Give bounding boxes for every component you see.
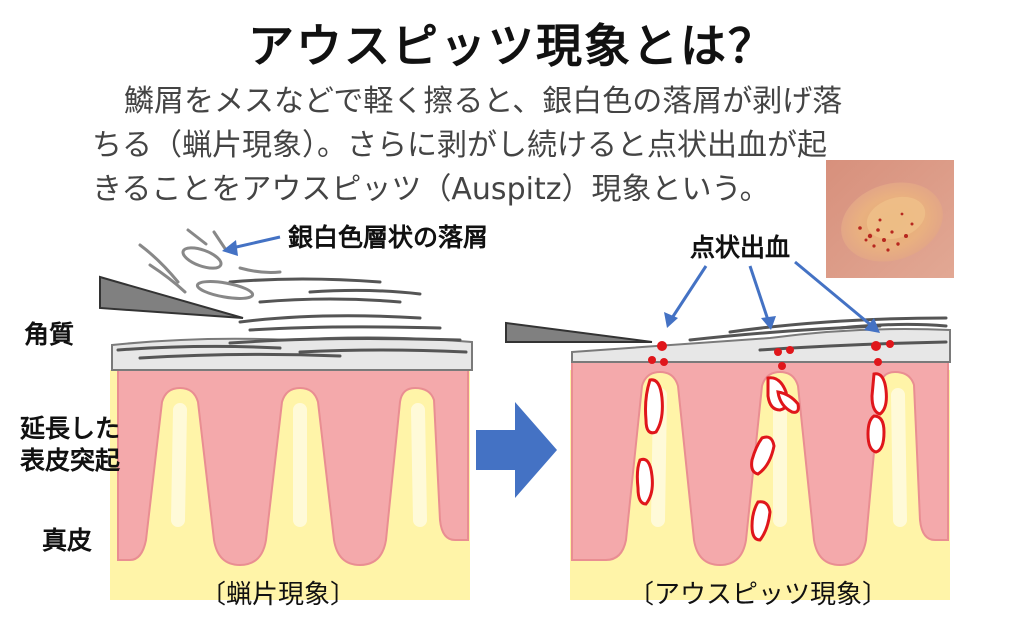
papillae-label: 延長した 表皮突起 [20,413,120,477]
description: 鱗屑をメスなどで軽く擦ると、銀白色の落屑が剥げ落 ちる（蝋片現象）。さらに剥がし… [92,80,922,212]
papillae-label-line-1: 延長した [20,414,121,443]
right-epidermis [571,359,949,567]
description-line-1: 鱗屑をメスなどで軽く擦ると、銀白色の落屑が剥げ落 [124,84,843,119]
stratum-corneum-label: 角質 [24,320,75,349]
left-caption: 〔蝋片現象〕 [200,580,357,610]
scale-pointer-arrow [222,235,281,256]
bleeding-label: 点状出血 [690,233,791,262]
right-scalpel-blade [505,321,653,343]
description-line-3: きることをアウスピッツ（Auspitz）現象という。 [92,172,770,207]
right-arrow-icon [476,402,557,498]
left-papilla-highlights [171,403,427,527]
papillae-label-line-2: 表皮突起 [20,446,121,475]
left-scale-lines [116,277,468,360]
skin-lesion-photo [826,160,954,278]
page-title: アウスピッツ現象とは？ [248,19,776,73]
right-stratum-corneum [571,328,951,363]
pinpoint-bleeding [635,340,894,542]
right-panel [505,316,951,600]
left-epidermis [117,364,469,567]
left-dermis [110,370,470,600]
description-line-2: ちる（蝋片現象）。さらに剥がし続けると点状出血が起 [92,128,827,163]
right-scale-lines [688,316,948,352]
left-scalpel-blade [99,275,244,319]
right-caption: 〔アウスピッツ現象〕 [628,580,889,610]
left-loose-scales [138,228,282,300]
scale-label: 銀白色層状の落屑 [288,223,489,252]
dermis-label: 真皮 [42,526,93,555]
left-panel [99,228,473,600]
bleeding-pointer-arrows [664,260,880,333]
